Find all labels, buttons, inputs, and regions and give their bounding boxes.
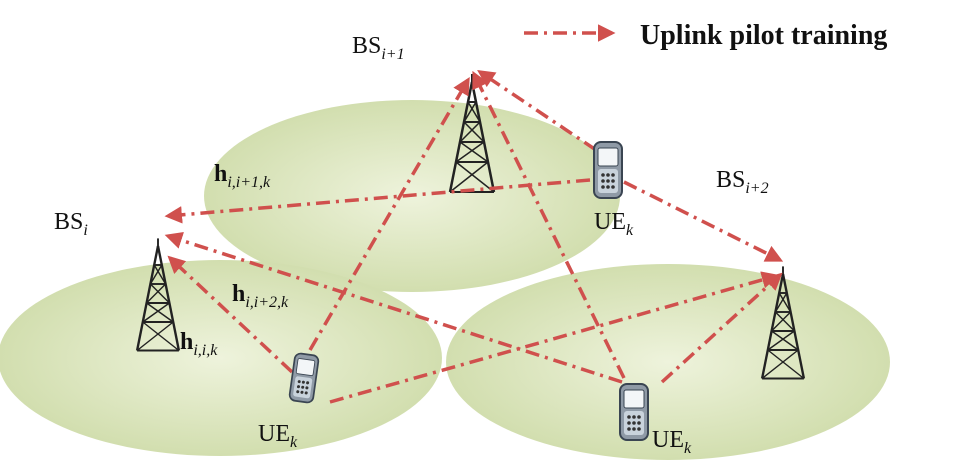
- ue-k-label-right: UEk: [652, 427, 692, 457]
- bs-i-label: BSi: [54, 209, 88, 239]
- channel-label-h-i-i-k: hi,i,k: [180, 329, 218, 359]
- channel-label-h-i-i1-k: hi,i+1,k: [214, 161, 271, 191]
- legend-label: Uplink pilot training: [640, 20, 888, 51]
- uplink-arrow-ue1-bs-i1: [308, 76, 470, 351]
- uplink-arrow-ue3-bs-i: [164, 231, 623, 384]
- bs-i-plus-1-label: BSi+1: [352, 33, 405, 63]
- uplink-arrow-ue2-bs-i: [164, 178, 591, 224]
- ue-k-phone-icon-right: [619, 383, 649, 441]
- uplink-arrow-ue3-bs-i2: [660, 272, 783, 384]
- uplink-arrow-ue2-bs-i1: [477, 70, 597, 152]
- uplink-arrow-ue2-bs-i2: [623, 180, 784, 262]
- cell-bs-i: [0, 260, 442, 456]
- ue-k-phone-icon-top: [593, 141, 623, 199]
- uplink-arrow-ue3-bs-i1: [472, 70, 626, 379]
- uplink-arrow-ue1-bs-i2: [329, 271, 780, 404]
- bs-i-plus-2-label: BSi+2: [716, 167, 769, 197]
- cell-bs-i-plus-2: [446, 264, 890, 460]
- ue-k-label-left: UEk: [258, 421, 298, 451]
- channel-label-h-i-i2-k: hi,i+2,k: [232, 281, 289, 311]
- ue-k-label-top: UEk: [594, 209, 634, 239]
- legend: Uplink pilot training: [522, 20, 942, 51]
